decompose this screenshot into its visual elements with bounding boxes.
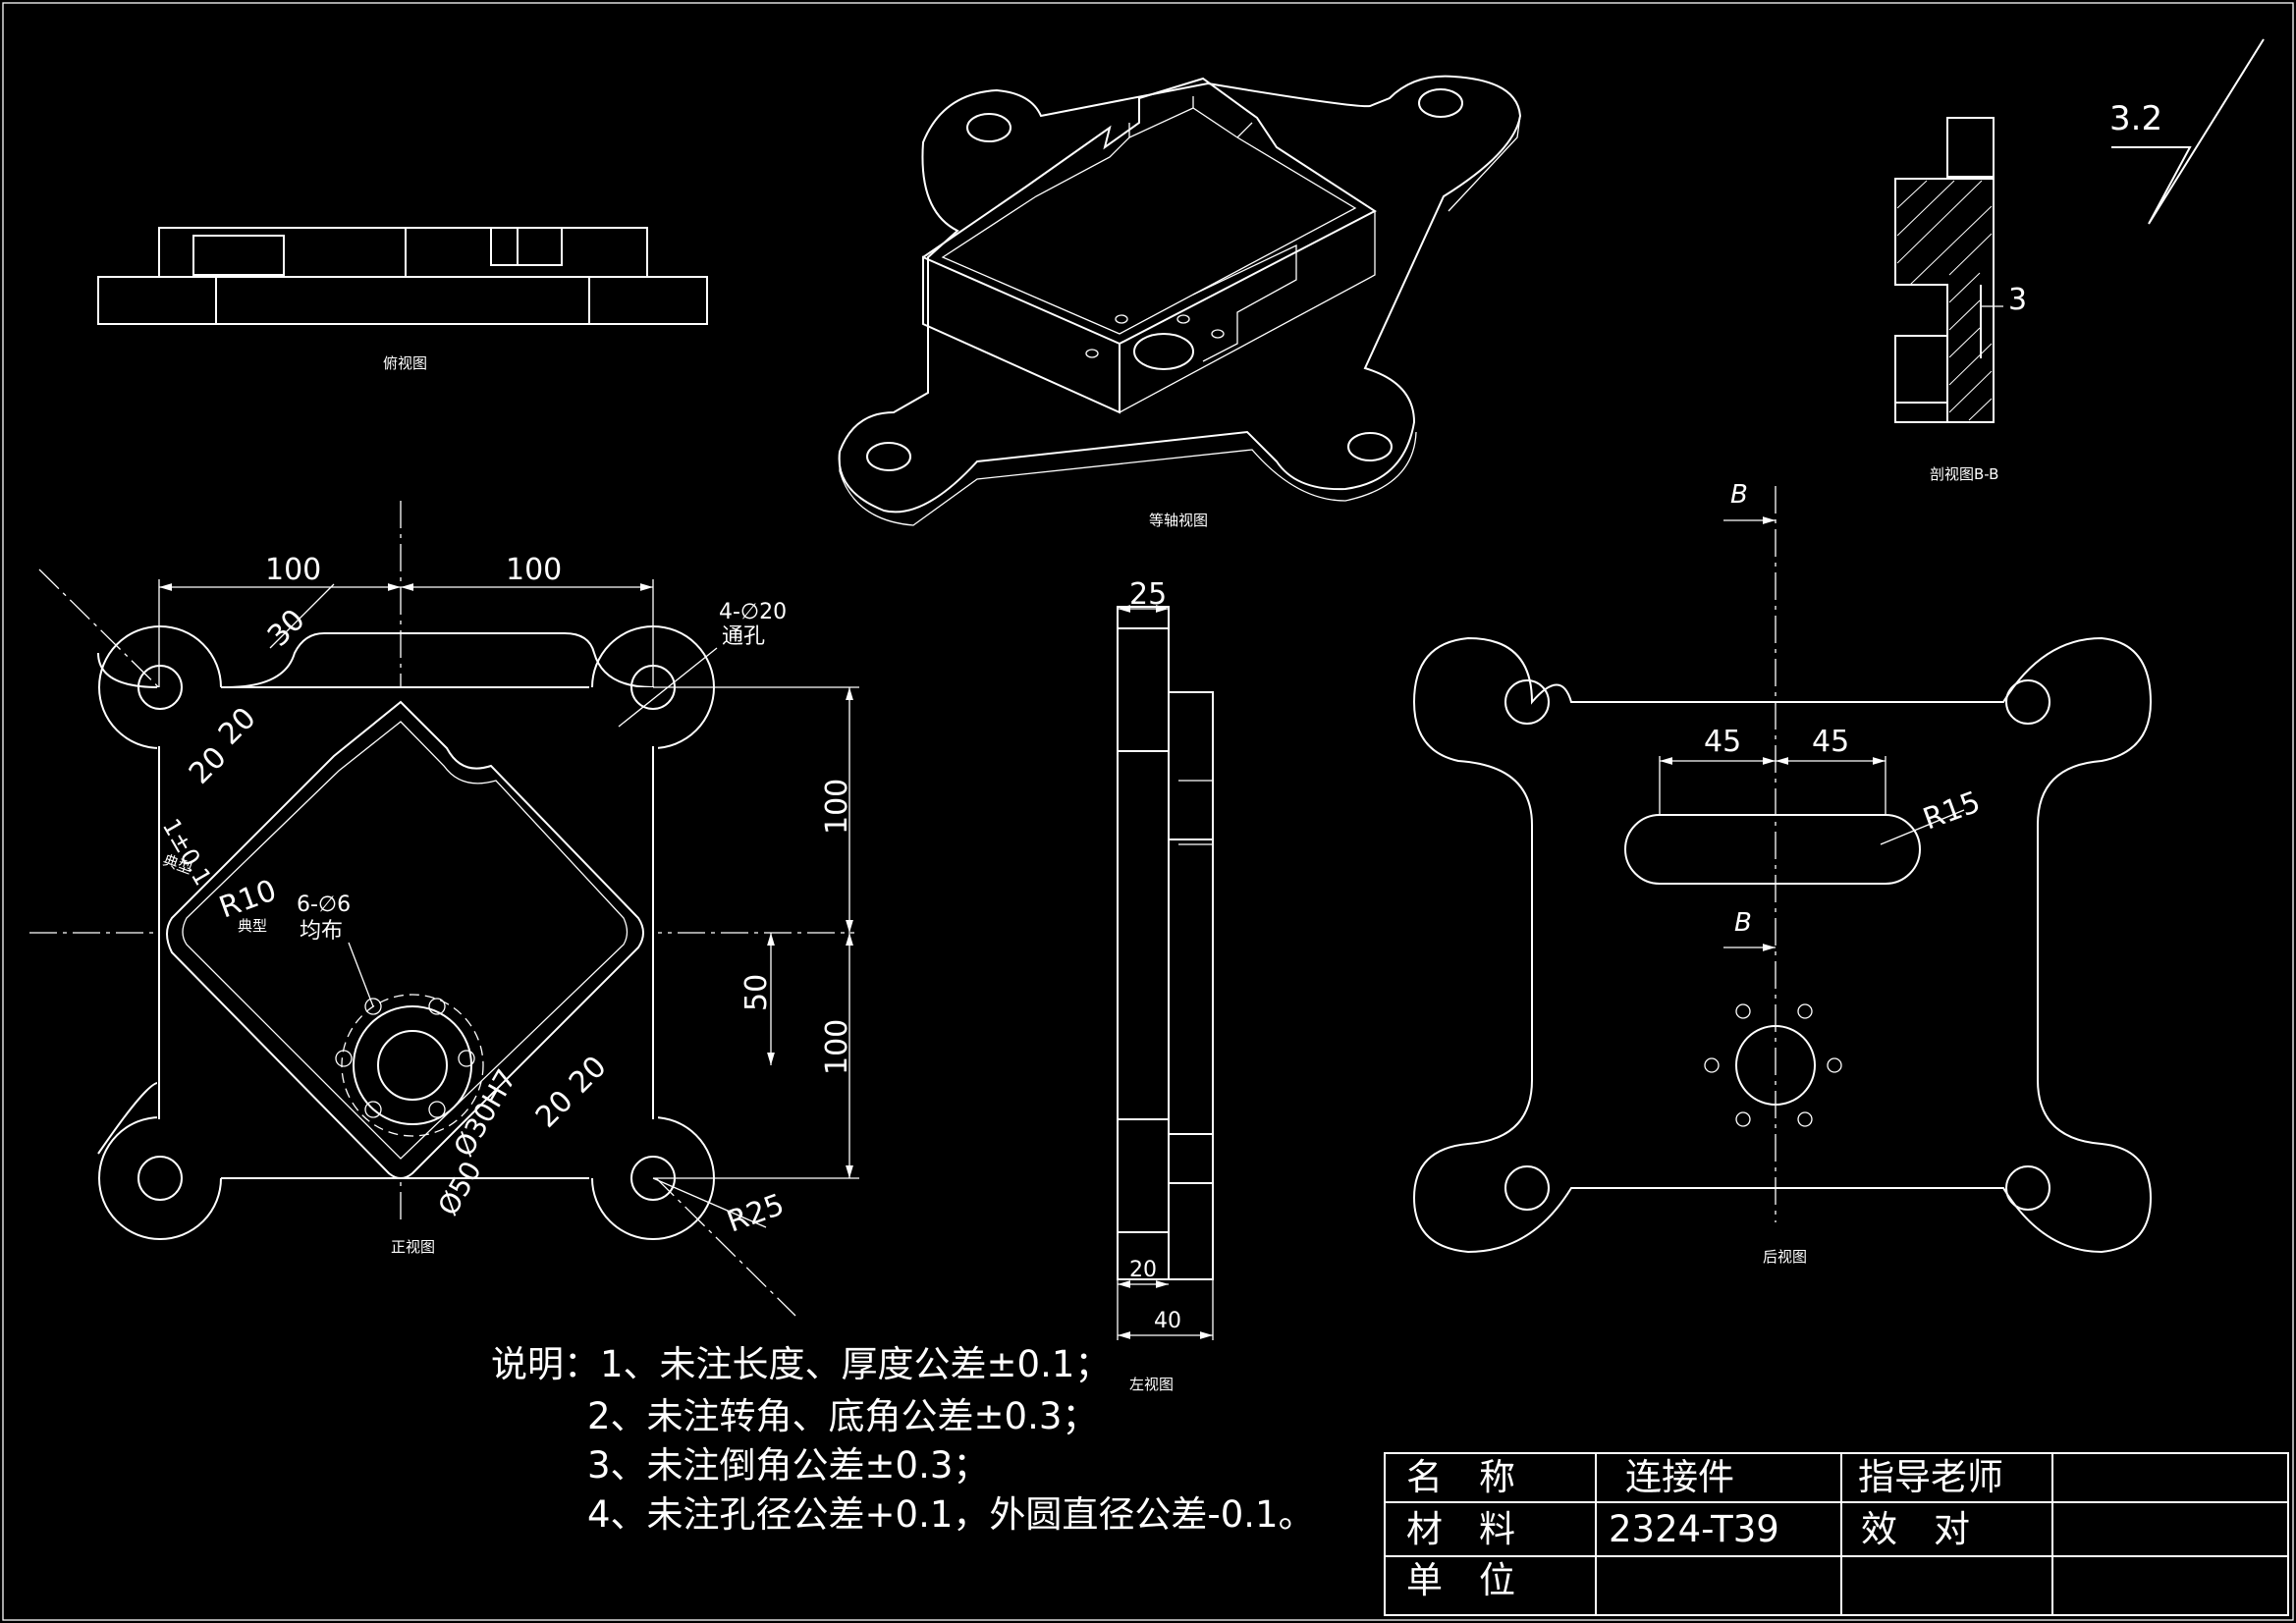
roughness-symbol: 3.2 — [2109, 38, 2265, 225]
tb-unit-label: 单 位 — [1406, 1559, 1515, 1601]
rear-dim-45a: 45 — [1704, 725, 1741, 759]
front-dim-100d: 100 — [820, 1019, 854, 1075]
front-dim-100a: 100 — [265, 553, 321, 587]
roughness-value: 3.2 — [2109, 99, 2162, 138]
section-view-label: 剖视图B-B — [1930, 465, 1998, 483]
note-line-2: 2、未注转角、底角公差±0.3； — [587, 1395, 1098, 1437]
note-line-4: 4、未注孔径公差+0.1，外圆直径公差-0.1。 — [587, 1493, 1315, 1536]
tb-check-label: 效 对 — [1861, 1508, 1970, 1550]
section-dim-3: 3 — [2008, 283, 2027, 317]
iso-view-label: 等轴视图 — [1149, 512, 1208, 529]
left-dim-25: 25 — [1129, 577, 1167, 612]
left-view: 25 20 40 左视图 — [1117, 577, 1214, 1393]
tb-name-value: 连接件 — [1625, 1456, 1734, 1498]
front-dim-50: 50 — [739, 974, 774, 1011]
rear-b-mid: B — [1734, 908, 1752, 938]
front-6holes-note: 均布 — [300, 919, 343, 944]
rear-b-top: B — [1730, 480, 1748, 510]
front-6holes: 6-∅6 — [297, 893, 351, 917]
iso-view: 等轴视图 — [838, 75, 1522, 529]
front-holes-note: 通孔 — [722, 624, 765, 649]
front-holes: 4-∅20 — [719, 600, 787, 624]
rear-dim-r15: R15 — [1919, 784, 1985, 837]
section-view: 3 剖视图B-B — [1894, 117, 2027, 483]
note-line-1: 说明：1、未注长度、厚度公差±0.1； — [491, 1343, 1111, 1385]
front-typ-2: 典型 — [238, 917, 267, 935]
tb-name-label: 名 称 — [1406, 1456, 1515, 1498]
tb-material-value: 2324-T39 — [1609, 1508, 1779, 1550]
rear-view-label: 后视图 — [1763, 1248, 1807, 1266]
note-line-3: 3、未注倒角公差±0.3； — [587, 1444, 989, 1487]
left-dim-20: 20 — [1129, 1258, 1157, 1282]
title-block: 名 称 连接件 指导老师 材 料 2324-T39 效 对 单 位 — [1384, 1452, 2289, 1616]
rear-view: 45 45 R15 B B 后视图 — [1412, 480, 2153, 1266]
front-dim-30: 30 — [261, 603, 312, 654]
front-dim-100b: 100 — [506, 553, 562, 587]
notes: 说明：1、未注长度、厚度公差±0.1； 2、未注转角、底角公差±0.3； 3、未… — [491, 1343, 1315, 1536]
front-dim-100c: 100 — [820, 779, 854, 835]
tb-teacher-label: 指导老师 — [1858, 1456, 2003, 1498]
left-view-label: 左视图 — [1129, 1376, 1174, 1393]
front-dim-r25: R25 — [723, 1187, 789, 1239]
top-view-label: 俯视图 — [383, 354, 427, 372]
front-view: 100 100 100 100 50 30 20 20 1±0.1 典型 R10… — [29, 501, 859, 1317]
top-view: 俯视图 — [97, 227, 708, 372]
front-view-label: 正视图 — [391, 1238, 435, 1256]
tb-material-label: 材 料 — [1406, 1508, 1515, 1550]
left-dim-40: 40 — [1154, 1309, 1181, 1333]
rear-dim-45b: 45 — [1812, 725, 1849, 759]
